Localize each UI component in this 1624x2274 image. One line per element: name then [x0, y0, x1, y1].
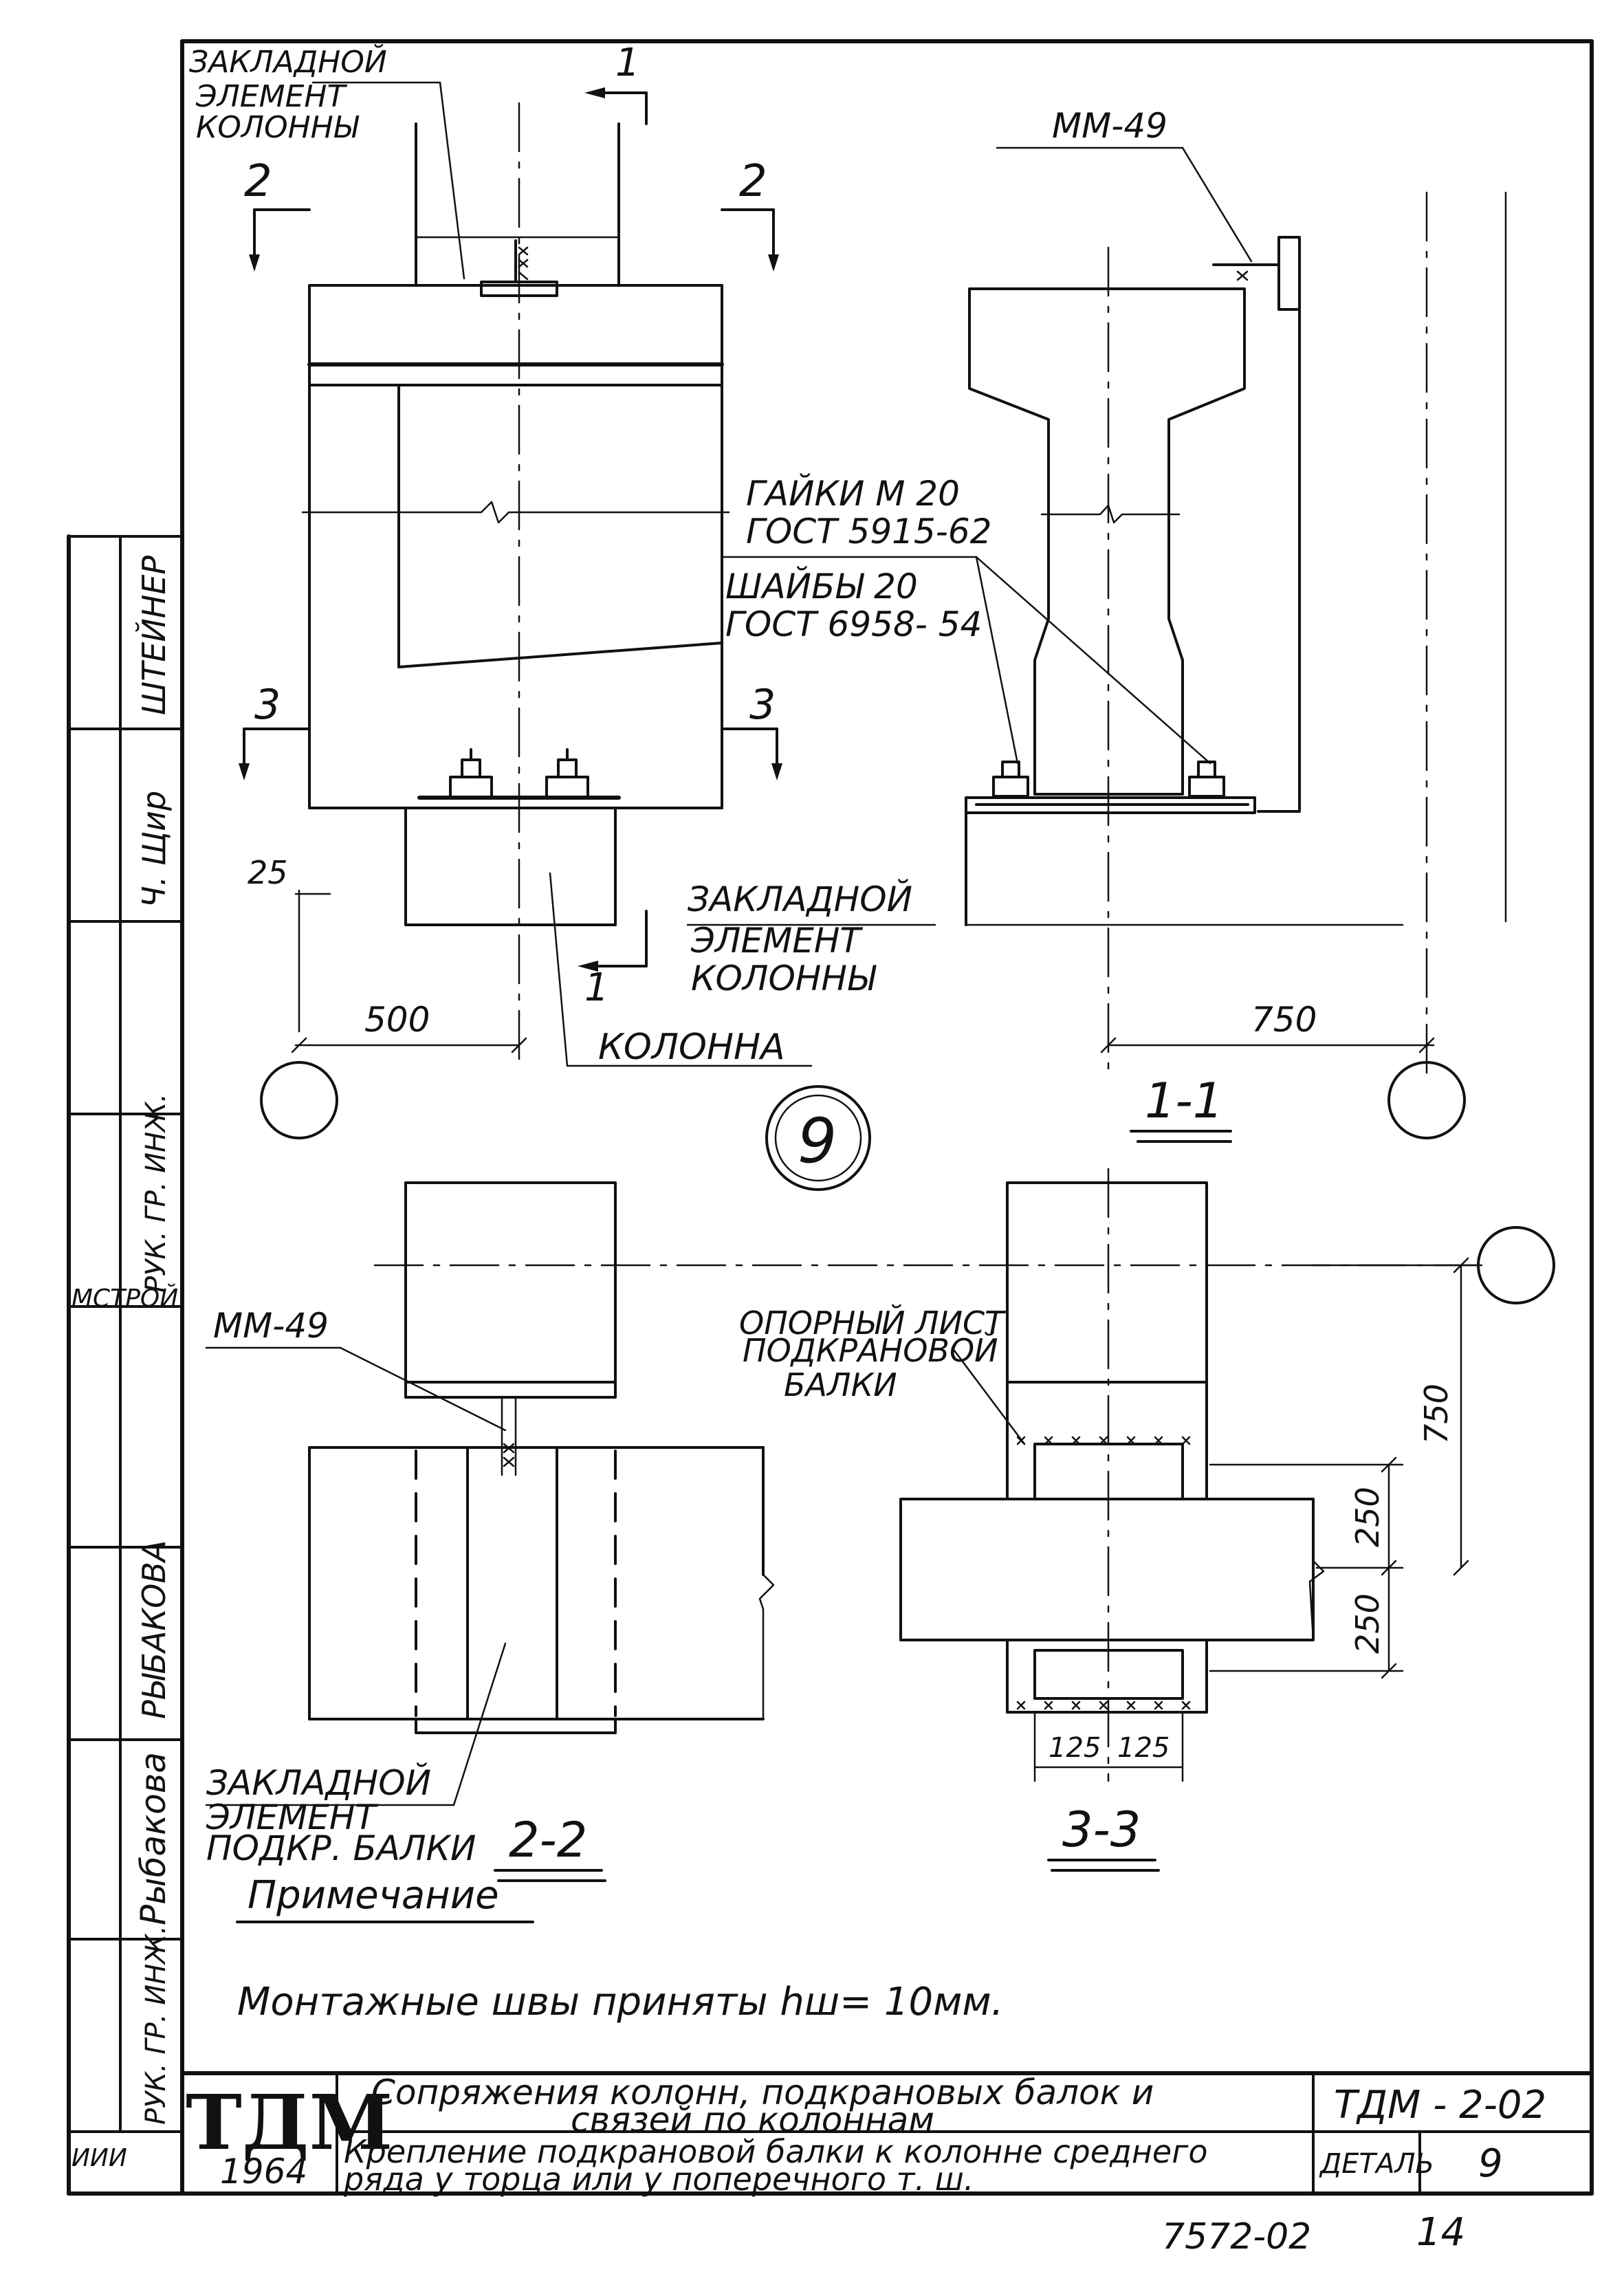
- detail-number-circle: [765, 1085, 871, 1191]
- side-stamp-cell: ШТЕЙНЕР: [135, 556, 173, 715]
- bolt-icon: [545, 748, 589, 799]
- grid-axis-marker: [260, 1061, 338, 1139]
- detail-number-title: 9: [1478, 2141, 1503, 2186]
- detail-number: 9: [798, 1105, 837, 1177]
- side-stamp-cell: Рыбакова: [133, 1752, 173, 1925]
- title-detail: Крепление подкрановой балки к колонне ср…: [343, 2133, 1218, 2198]
- weld-mark-label: ММ-49: [1052, 106, 1167, 146]
- title-year: 1964: [220, 2152, 307, 2191]
- logo-tdm: ТДМ: [186, 2078, 393, 2167]
- embed-label-2-2: ЗАКЛАДНОЙ ЭЛЕМЕНТ ПОДКР. БАЛКИ: [206, 1762, 476, 1868]
- title-main: Сопряжения колонн, подкрановых балок и с…: [371, 2073, 1165, 2140]
- note-heading: Примечание: [248, 1873, 499, 1918]
- dimension-125-right: 125: [1117, 1732, 1170, 1764]
- cut-label-2-right: 2: [739, 156, 767, 207]
- note-block: Примечание Монтажные швы приняты hш= 10м…: [236, 1873, 1003, 2024]
- drawing-code: ТДМ - 2-02: [1334, 2083, 1546, 2128]
- dimension-250-top: 250: [1349, 1487, 1386, 1547]
- title-block: ТДМ 1964 Сопряжения колонн, подкрановых …: [180, 2071, 1594, 2198]
- note-text: Монтажные швы приняты hш= 10мм.: [237, 1980, 1003, 2024]
- dimension-125-left: 125: [1049, 1732, 1101, 1764]
- weld-mark-label-2-2: ММ-49: [213, 1306, 329, 1346]
- side-stamp-cell: РЫБАКОВА: [135, 1540, 173, 1719]
- sheet-number: 14: [1416, 2210, 1465, 2255]
- dimension-25: 25: [248, 854, 288, 891]
- embed-label-bottom: ЗАКЛАДНОЙ ЭЛЕМЕНТ КОЛОННЫ: [688, 879, 923, 998]
- bolt-icon: [1188, 761, 1225, 798]
- cut-label-3-right: 3: [749, 681, 776, 729]
- column-label: КОЛОННА: [598, 1027, 785, 1068]
- dimension-750: 750: [1251, 1000, 1317, 1040]
- side-stamp: ШТЕЙНЕР Ч. Щир РУК. ГР. ИНЖ. МСТРОЙ РЫБА…: [67, 534, 184, 2196]
- cut-label-1-bottom: 1: [584, 965, 609, 1010]
- section-1-1: ММ-49 ГАЙКИ М 20 ГОСТ 5915-62 ШАЙБЫ 20 Г…: [721, 106, 1507, 1143]
- side-stamp-cell: РУК. ГР. ИНЖ.: [140, 1093, 172, 1293]
- bolt-icon: [449, 748, 493, 799]
- grid-axis-marker: [1387, 1061, 1466, 1139]
- cut-label-1-top: 1: [615, 41, 640, 85]
- nuts-label: ГАЙКИ М 20 ГОСТ 5915-62: [746, 473, 991, 551]
- dimension-500: 500: [364, 1000, 430, 1040]
- side-stamp-cell: РУК. ГР. ИНЖ.: [140, 1925, 172, 2125]
- bolt-icon: [992, 761, 1029, 798]
- main-view: 2 2 3 3 1 1 ЗАКЛАДНОЙ ЭЛЕМЕНТ КОЛОННЫ 25: [189, 41, 936, 1191]
- detail-label: ДЕТАЛЬ: [1319, 2148, 1434, 2180]
- grid-axis-marker: [1477, 1226, 1555, 1304]
- side-stamp-cell: МСТРОЙ: [72, 1284, 178, 1313]
- support-plate-label: ОПОРНЫЙ ЛИСТ ПОДКРАНОВОЙ БАЛКИ: [739, 1304, 1014, 1403]
- cut-label-2-left: 2: [244, 156, 272, 207]
- side-stamp-cell: Ч. Щир: [135, 791, 173, 908]
- section-title-1-1: 1-1: [1145, 1073, 1223, 1129]
- dimension-250-bottom: 250: [1349, 1593, 1386, 1654]
- embed-label-top: ЗАКЛАДНОЙ ЭЛЕМЕНТ КОЛОННЫ: [189, 43, 397, 145]
- section-title-3-3: 3-3: [1062, 1802, 1141, 1858]
- cut-label-3-left: 3: [254, 681, 281, 729]
- sheet-code: 7572-02: [1162, 2216, 1311, 2257]
- side-stamp-cell: ИИИ: [72, 2144, 127, 2172]
- footer: 7572-02 14: [1162, 2210, 1465, 2257]
- sheet-frame: [67, 39, 1594, 2196]
- section-2-2: ММ-49 ЗАКЛАДНОЙ ЭЛЕМЕНТ ПОДКР. БАЛКИ 2-2: [205, 1181, 1493, 1882]
- dimension-750-3-3: 750: [1418, 1384, 1455, 1444]
- section-3-3: ОПОРНЫЙ ЛИСТ ПОДКРАНОВОЙ БАЛКИ 750 250 2…: [739, 1168, 1555, 1872]
- washers-label: ШАЙБЫ 20 ГОСТ 6958- 54: [725, 566, 982, 644]
- section-title-2-2: 2-2: [509, 1812, 587, 1868]
